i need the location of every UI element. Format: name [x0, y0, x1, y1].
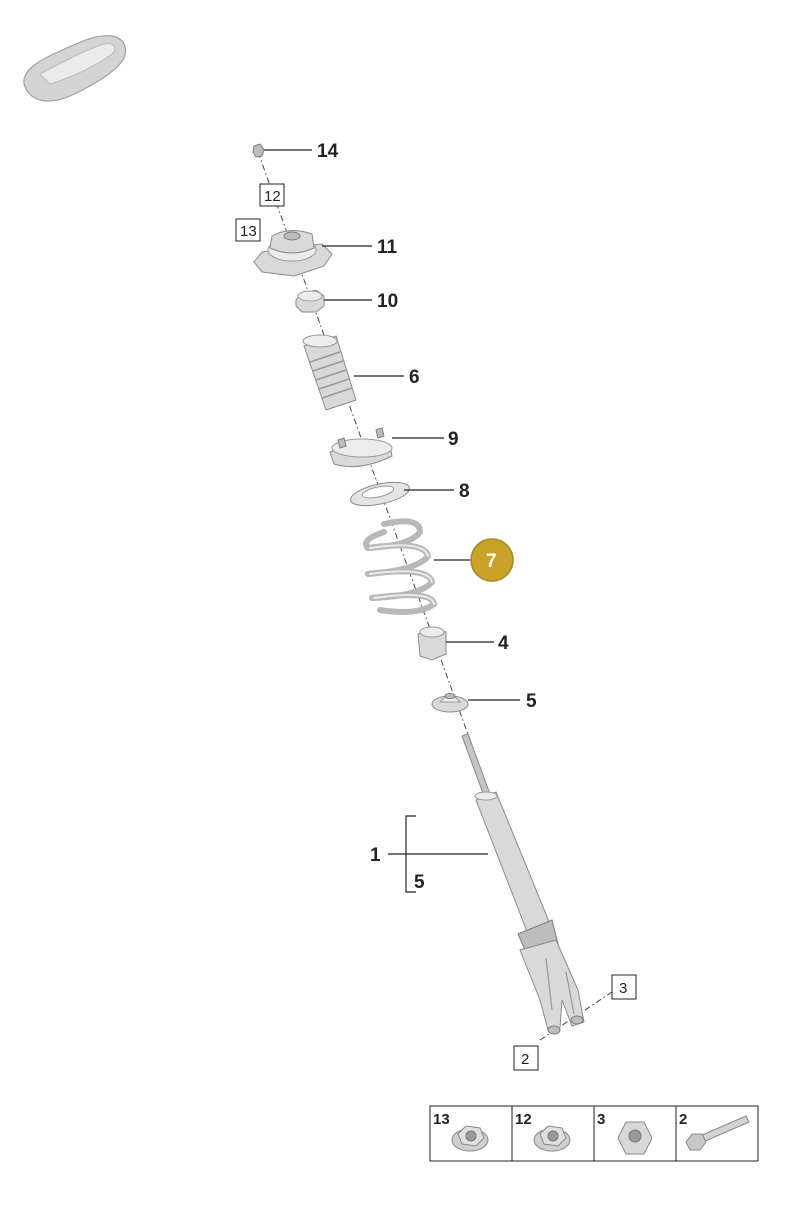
callout-9[interactable]: 9	[448, 429, 459, 450]
callout-1[interactable]: 1	[370, 845, 381, 866]
hex-flange-nut-icon	[451, 1125, 489, 1152]
hex-nut-icon	[617, 1121, 653, 1155]
part-8-spring-pad[interactable]: 8	[349, 478, 470, 510]
callout-4[interactable]: 4	[498, 633, 509, 654]
part-6-dust-boot[interactable]: 6	[302, 334, 420, 411]
callout-6[interactable]: 6	[409, 367, 420, 388]
bracket-callout-1-5[interactable]: 1 5	[370, 815, 488, 893]
svg-text:2: 2	[679, 1111, 687, 1128]
svg-text:3: 3	[597, 1111, 605, 1128]
svg-text:12: 12	[515, 1111, 532, 1128]
part-7-coil-spring[interactable]: 7	[363, 518, 514, 615]
legend-cell-2[interactable]: 2	[679, 1111, 750, 1151]
part-5-lower-seat[interactable]: 5	[431, 691, 537, 713]
car-thumbnail-icon	[23, 35, 127, 102]
part-4-bushing[interactable]: 4	[417, 626, 509, 661]
legend-cell-12[interactable]: 12	[515, 1111, 571, 1152]
legend-cell-3[interactable]: 3	[597, 1111, 653, 1155]
callout-5-assembly[interactable]: 5	[414, 872, 425, 893]
legend-cell-13[interactable]: 13	[433, 1111, 489, 1152]
part-9-upper-spring-seat[interactable]: 9	[329, 427, 459, 468]
svg-text:13: 13	[240, 223, 257, 240]
svg-text:12: 12	[264, 188, 281, 205]
highlight-marker-7[interactable]	[470, 538, 514, 582]
part-11-strut-mount[interactable]: 11	[253, 230, 398, 277]
svg-text:2: 2	[521, 1051, 529, 1068]
part-14-stud[interactable]: 14	[252, 141, 339, 162]
boxed-ref-13[interactable]: 13	[235, 218, 261, 242]
callout-10[interactable]: 10	[377, 291, 398, 312]
callout-7[interactable]: 7	[486, 551, 497, 572]
callout-5-seat[interactable]: 5	[526, 691, 537, 712]
boxed-ref-2[interactable]: 2	[513, 1045, 539, 1071]
callout-14[interactable]: 14	[317, 141, 339, 162]
bolt-icon	[685, 1115, 750, 1151]
boxed-ref-3[interactable]: 3	[611, 974, 637, 1000]
fastener-legend: 13 12 3 2	[429, 1105, 759, 1162]
part-10-bushing[interactable]: 10	[295, 289, 398, 313]
svg-text:3: 3	[619, 980, 627, 997]
boxed-ref-12[interactable]: 12	[259, 183, 285, 207]
callout-11[interactable]: 11	[377, 237, 398, 258]
callout-8[interactable]: 8	[459, 481, 470, 502]
part-1-shock-absorber[interactable]	[461, 733, 585, 1035]
hex-flange-nut-icon	[533, 1125, 571, 1152]
svg-text:13: 13	[433, 1111, 450, 1128]
